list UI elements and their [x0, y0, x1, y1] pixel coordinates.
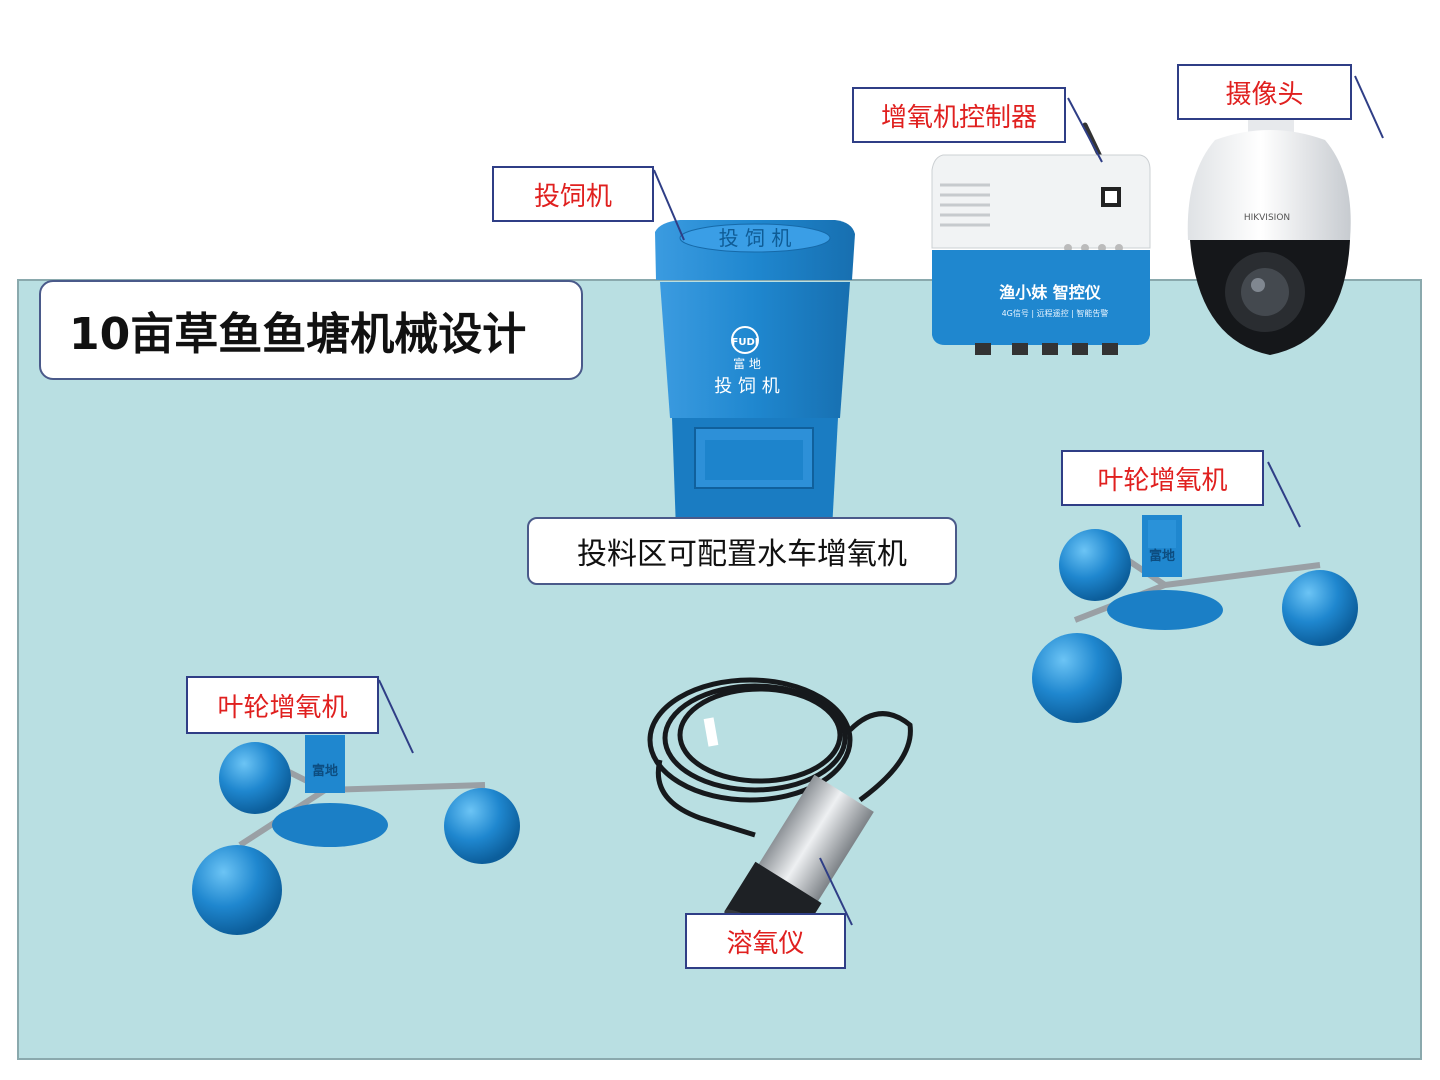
- label-dissolved-oxygen-meter: 溶氧仪: [685, 913, 846, 969]
- label-impeller-aerator-left: 叶轮增氧机: [186, 676, 379, 734]
- feeding-zone-note: 投料区可配置水车增氧机: [527, 517, 957, 585]
- label-controller: 增氧机控制器: [852, 87, 1066, 143]
- label-feeder: 投饲机: [492, 166, 654, 222]
- camera-brand: HIKVISION: [1244, 213, 1290, 223]
- label-camera: 摄像头: [1177, 64, 1352, 120]
- feeder-lid-text: 投 饲 机: [719, 226, 792, 250]
- label-impeller-aerator-right: 叶轮增氧机: [1061, 450, 1264, 506]
- page-title: 10亩草鱼鱼塘机械设计: [39, 280, 583, 380]
